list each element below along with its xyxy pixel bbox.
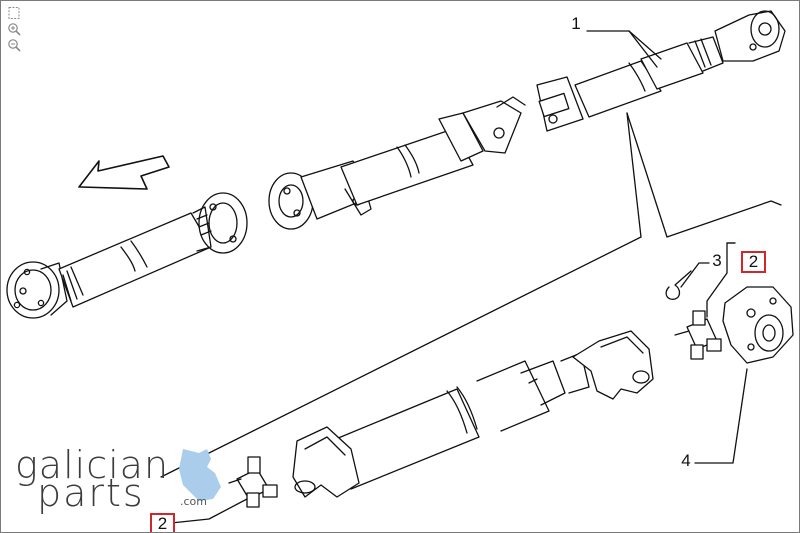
logo-suffix: .com [180, 495, 207, 508]
centre-flange-left [192, 192, 248, 254]
direction-arrow [78, 155, 170, 190]
middle-shaft-tube [340, 128, 474, 206]
detail-shaft-tube [330, 352, 590, 490]
detail-projection-bottom [160, 236, 642, 478]
logo-word-2: parts [37, 471, 145, 515]
zoom-in-icon[interactable] [7, 22, 21, 36]
zoom-out-icon[interactable] [7, 38, 21, 52]
map-silhouette-icon [179, 449, 221, 501]
leader-1 [586, 30, 662, 60]
front-shaft-tube [58, 212, 212, 308]
detail-projection-left [626, 112, 642, 238]
detail-yoke-left [292, 426, 360, 498]
fit-page-icon[interactable] [7, 6, 21, 20]
logo-word-1: galician [15, 443, 170, 487]
spider-cross-lower [228, 456, 278, 508]
detail-yoke-right [572, 330, 654, 400]
rear-joint [536, 76, 584, 132]
leader-1b [628, 30, 658, 68]
zoom-toolbar [7, 6, 23, 52]
callout-2-lower[interactable]: 2 [150, 513, 175, 532]
callout-1[interactable]: 1 [571, 14, 581, 33]
circlip [665, 270, 692, 300]
middle-yoke [438, 96, 526, 162]
front-flex-coupling [6, 261, 68, 319]
brand-logo: galician parts .com [15, 443, 235, 519]
leader-4 [694, 368, 748, 464]
callout-4[interactable]: 4 [681, 451, 691, 470]
callout-3[interactable]: 3 [712, 251, 722, 270]
centre-flange-right [268, 160, 372, 230]
detail-projection-right [626, 112, 782, 238]
detail-flange-disc [722, 286, 794, 364]
callout-2-upper[interactable]: 2 [741, 251, 766, 273]
leader-3 [680, 262, 710, 288]
leader-2b [170, 498, 248, 524]
spider-cross-upper [674, 310, 722, 360]
rear-flange [714, 10, 786, 62]
